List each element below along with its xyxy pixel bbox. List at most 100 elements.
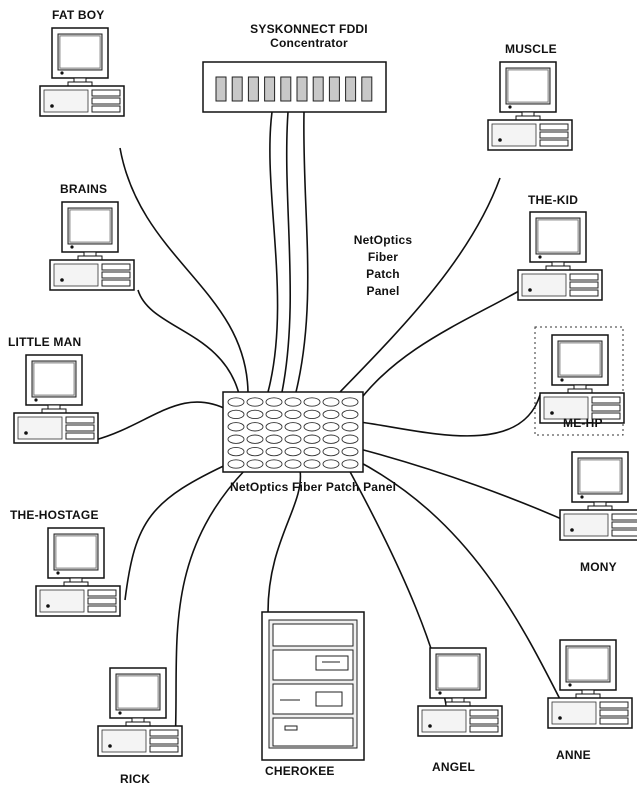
patch-panel-port bbox=[227, 459, 245, 469]
patch-panel-port bbox=[322, 397, 340, 407]
patch-panel-port bbox=[341, 459, 359, 469]
computer-brains bbox=[49, 201, 135, 291]
patch-panel-port bbox=[227, 409, 245, 420]
cable-fat-boy bbox=[119, 147, 249, 393]
patch-panel-port bbox=[341, 397, 359, 407]
cable-me-hp bbox=[359, 394, 541, 437]
computer-muscle bbox=[487, 61, 573, 151]
cable-the-hostage bbox=[124, 461, 233, 601]
concentrator-title-line1: SYSKONNECT FDDI bbox=[250, 22, 368, 36]
host-label-little-man: LITTLE MAN bbox=[8, 335, 82, 349]
cable-mony bbox=[355, 447, 576, 526]
cable-muscle bbox=[339, 177, 501, 393]
concentrator-port bbox=[280, 76, 292, 102]
computer-angel bbox=[417, 647, 503, 737]
patch-panel-port bbox=[322, 446, 340, 457]
cable-concentrator-1 bbox=[267, 111, 279, 393]
patch-panel-port bbox=[341, 446, 359, 457]
fddi-concentrator bbox=[202, 61, 387, 113]
host-label-fat-boy: FAT BOY bbox=[52, 8, 105, 22]
patch-panel-port bbox=[227, 397, 245, 407]
patch-panel-port bbox=[303, 397, 321, 407]
me-hp-dotted-box bbox=[534, 326, 624, 436]
patch-panel-port bbox=[303, 459, 321, 469]
cable-anne bbox=[355, 459, 569, 716]
patch-panel-port bbox=[322, 409, 340, 420]
computer-little-man bbox=[13, 354, 99, 444]
host-label-angel: ANGEL bbox=[432, 760, 475, 774]
patch-panel-port bbox=[246, 434, 264, 444]
cable-rick bbox=[174, 469, 246, 746]
computer-rick bbox=[97, 667, 183, 757]
callout-line-4: Panel bbox=[366, 284, 400, 298]
host-label-brains: BRAINS bbox=[60, 182, 108, 196]
patch-panel-port bbox=[303, 409, 321, 420]
patch-panel-port bbox=[246, 422, 264, 432]
cable-the-kid bbox=[355, 281, 536, 406]
computer-the-kid bbox=[517, 211, 603, 301]
cables bbox=[94, 111, 576, 746]
patch-panel-port bbox=[322, 422, 340, 432]
patch-panel-port bbox=[246, 397, 264, 407]
concentrator-port bbox=[312, 76, 324, 102]
computer-anne bbox=[547, 639, 633, 729]
cable-little-man bbox=[94, 401, 229, 441]
patch-panel-port bbox=[322, 459, 340, 469]
computer-me-hp bbox=[539, 334, 625, 424]
patch-panel-port bbox=[284, 459, 302, 469]
host-label-me-hp: ME-HP bbox=[563, 416, 603, 430]
patch-panel-port bbox=[284, 446, 302, 457]
patch-panel-port bbox=[265, 397, 283, 407]
cherokee-server-rack bbox=[261, 611, 365, 761]
patch-panel-port bbox=[341, 422, 359, 432]
patch-panel-port bbox=[227, 434, 245, 444]
cable-brains bbox=[137, 289, 241, 399]
patch-panel-port bbox=[303, 422, 321, 432]
patch-panel-port bbox=[322, 434, 340, 444]
patch-panel-port bbox=[284, 409, 302, 420]
computer-fat-boy bbox=[39, 27, 125, 117]
patch-panel bbox=[222, 391, 364, 473]
computer-mony bbox=[559, 451, 637, 541]
callout-line-3: Patch bbox=[366, 267, 400, 281]
concentrator-title: SYSKONNECT FDDI Concentrator bbox=[235, 22, 383, 50]
patch-panel-port bbox=[341, 434, 359, 444]
concentrator-port bbox=[361, 76, 373, 102]
patch-panel-port bbox=[284, 422, 302, 432]
patch-panel-port bbox=[265, 459, 283, 469]
patch-panel-port bbox=[303, 434, 321, 444]
patch-panel-port bbox=[246, 446, 264, 457]
cable-cherokee bbox=[267, 469, 302, 613]
concentrator-port bbox=[247, 76, 259, 102]
concentrator-port bbox=[264, 76, 276, 102]
callout-line-2: Fiber bbox=[367, 250, 399, 264]
patch-panel-port bbox=[246, 409, 264, 420]
patch-panel-port bbox=[341, 409, 359, 420]
host-label-mony: MONY bbox=[580, 560, 617, 574]
patch-panel-port bbox=[246, 459, 264, 469]
host-label-cherokee: CHEROKEE bbox=[265, 764, 335, 778]
host-label-muscle: MUSCLE bbox=[505, 42, 557, 56]
concentrator-port bbox=[345, 76, 357, 102]
patch-panel-port bbox=[265, 434, 283, 444]
patch-panel-port bbox=[284, 434, 302, 444]
computer-the-hostage bbox=[35, 527, 121, 617]
host-label-the-kid: THE-KID bbox=[528, 193, 579, 207]
cable-concentrator-2 bbox=[281, 111, 292, 393]
patch-panel-port bbox=[265, 422, 283, 432]
patch-panel-port bbox=[265, 409, 283, 420]
concentrator-port bbox=[296, 76, 308, 102]
host-label-the-hostage: THE-HOSTAGE bbox=[10, 508, 99, 522]
patch-panel-callout: NetOptics Fiber Patch Panel bbox=[338, 232, 428, 300]
patch-panel-label: NetOptics Fiber Patch Panel bbox=[230, 480, 397, 494]
concentrator-port bbox=[215, 76, 227, 102]
patch-panel-port bbox=[284, 397, 302, 407]
concentrator-port bbox=[328, 76, 340, 102]
callout-line-1: NetOptics bbox=[353, 233, 413, 247]
host-label-anne: ANNE bbox=[556, 748, 591, 762]
cable-concentrator-3 bbox=[295, 111, 309, 393]
host-label-rick: RICK bbox=[120, 772, 151, 786]
concentrator-port bbox=[231, 76, 243, 102]
patch-panel-port bbox=[227, 446, 245, 457]
